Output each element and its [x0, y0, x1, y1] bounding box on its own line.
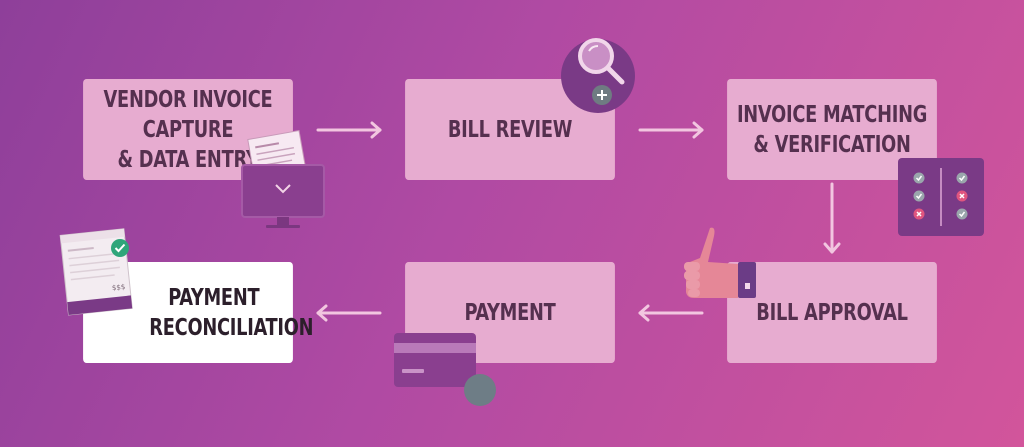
step-invoice-matching: Invoice Matching & Verification — [727, 79, 937, 180]
arrow-right-icon — [316, 121, 382, 139]
step-label: Bill Review — [447, 116, 573, 143]
credit-card-icon — [394, 333, 476, 387]
magnifying-glass-icon — [578, 38, 625, 85]
step-label: Vendor Invoice Capture & Data Entry — [103, 86, 273, 173]
step-label: Invoice Matching & Verification — [736, 101, 928, 158]
step-vendor-invoice-capture: Vendor Invoice Capture & Data Entry — [83, 79, 293, 180]
check-icon — [913, 190, 925, 202]
check-icon — [111, 239, 129, 257]
check-icon — [913, 172, 925, 184]
arrow-left-icon — [638, 304, 704, 322]
thumbs-up-icon — [684, 227, 756, 298]
plus-icon — [592, 85, 612, 105]
receipt-amount: $$$ — [112, 283, 126, 292]
coin-icon — [464, 374, 496, 406]
check-icon — [956, 172, 968, 184]
arrow-down-icon — [823, 182, 841, 254]
cross-icon — [956, 190, 968, 202]
step-bill-approval: Bill Approval — [727, 262, 937, 363]
check-icon — [956, 208, 968, 220]
cross-icon — [913, 208, 925, 220]
step-label: Bill Approval — [756, 299, 908, 326]
arrow-right-icon — [638, 121, 704, 139]
arrow-left-icon — [316, 304, 382, 322]
monitor-icon — [241, 164, 325, 228]
step-label: Payment — [464, 299, 556, 326]
